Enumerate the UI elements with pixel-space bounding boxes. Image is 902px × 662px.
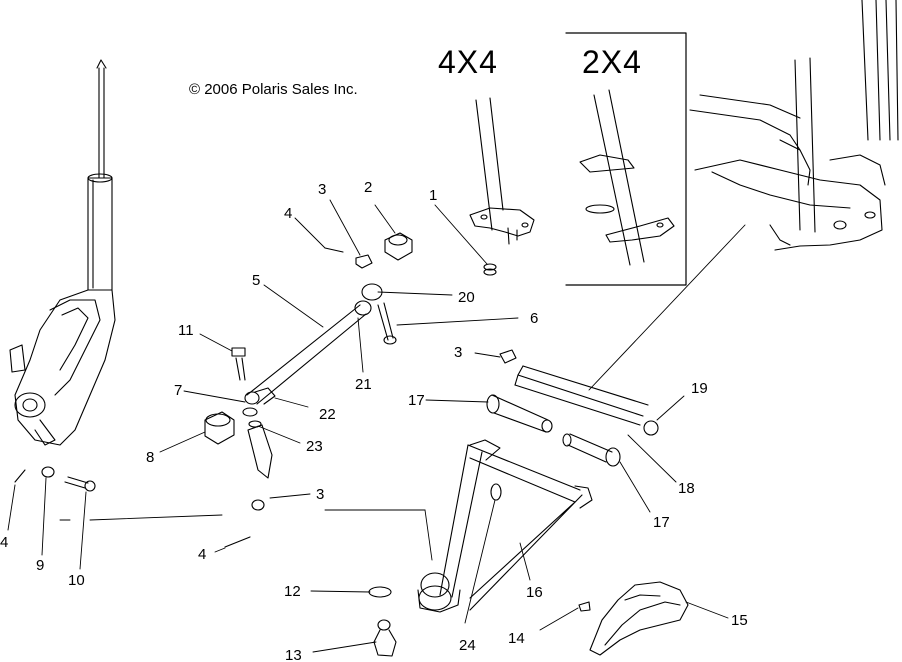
- frame-structure: [689, 0, 899, 251]
- callout-22: 22: [319, 406, 336, 423]
- frame-upright-2x4: [579, 89, 675, 266]
- callout-21: 21: [355, 376, 372, 393]
- callout-6: 6: [530, 310, 539, 327]
- callout-16: 16: [526, 584, 543, 601]
- frame-upright-4x4: [469, 97, 535, 245]
- callout-17-lower: 17: [653, 514, 670, 531]
- callout-13: 13: [285, 647, 302, 662]
- small-parts: [14, 232, 591, 657]
- callout-19: 19: [691, 380, 708, 397]
- variant-label-2x4: 2X4: [582, 44, 642, 80]
- callout-7: 7: [174, 382, 183, 399]
- variant-label-4x4: 4X4: [438, 44, 498, 80]
- callout-3-right: 3: [454, 344, 463, 361]
- strut-assembly: [9, 59, 116, 446]
- callout-9: 9: [36, 557, 45, 574]
- pivot-tubes: [486, 365, 659, 467]
- callout-20: 20: [458, 289, 475, 306]
- callout-5: 5: [252, 272, 261, 289]
- a-arm: [417, 439, 593, 613]
- copyright-notice: © 2006 Polaris Sales Inc.: [189, 81, 358, 98]
- callout-1: 1: [429, 187, 438, 204]
- callout-23: 23: [306, 438, 323, 455]
- callout-2: 2: [364, 179, 373, 196]
- skid-plate: [589, 581, 689, 656]
- callout-4-lower: 4: [198, 546, 207, 563]
- callout-3-top: 3: [318, 181, 327, 198]
- callout-8: 8: [146, 449, 155, 466]
- callout-3-lower: 3: [316, 486, 325, 503]
- callout-4-left: 4: [0, 534, 9, 551]
- callout-12: 12: [284, 583, 301, 600]
- callout-15: 15: [731, 612, 748, 629]
- callout-10: 10: [68, 572, 85, 589]
- inset-2x4-frame: [565, 32, 687, 286]
- callout-11: 11: [178, 322, 194, 339]
- callout-18: 18: [678, 480, 695, 497]
- callout-24: 24: [459, 637, 476, 654]
- leader-lines: [7, 199, 746, 653]
- callout-17-top: 17: [408, 392, 425, 409]
- callout-4-top: 4: [284, 205, 293, 222]
- tie-rod: [244, 300, 372, 405]
- callout-14: 14: [508, 630, 525, 647]
